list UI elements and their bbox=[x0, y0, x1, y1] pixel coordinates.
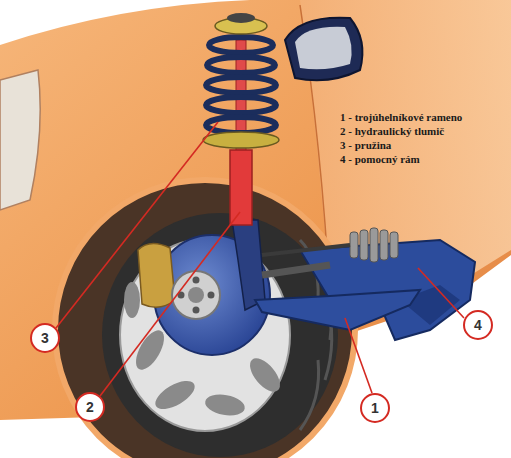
callout-number: 1 bbox=[371, 401, 379, 415]
spring-coil bbox=[209, 37, 273, 53]
brake-caliper bbox=[138, 243, 175, 307]
callout-number: 3 bbox=[41, 331, 49, 345]
spring-coil bbox=[206, 77, 276, 93]
bolt bbox=[208, 292, 215, 299]
tread-groove bbox=[300, 360, 319, 430]
side-mirror bbox=[285, 18, 362, 81]
headlight bbox=[0, 70, 40, 210]
callout-circle: 3 bbox=[30, 323, 60, 353]
hub-center bbox=[188, 287, 204, 303]
leader-line bbox=[100, 212, 240, 396]
rim-slot bbox=[244, 353, 285, 396]
rim-slot bbox=[130, 326, 169, 374]
key-text: 1 - trojúhelníkové rameno bbox=[340, 112, 462, 123]
bellows-ring bbox=[390, 232, 398, 258]
leader-line bbox=[56, 122, 218, 328]
callout-number: 4 bbox=[474, 318, 482, 332]
spring-seat bbox=[203, 132, 279, 148]
wheel-bolts bbox=[178, 277, 215, 314]
drive-shaft bbox=[262, 265, 330, 275]
spring-coil bbox=[206, 97, 276, 113]
callout-circle: 2 bbox=[75, 392, 105, 422]
mirror-glass bbox=[295, 27, 352, 70]
top-nut bbox=[227, 13, 255, 23]
leader-line bbox=[345, 318, 372, 393]
bolt bbox=[193, 307, 200, 314]
key-text: 3 - pružina bbox=[340, 140, 391, 151]
rim-slot bbox=[124, 282, 140, 318]
key-text: 2 - hydraulický tlumič bbox=[340, 126, 444, 137]
callout-number: 2 bbox=[86, 400, 94, 414]
strut-body bbox=[230, 150, 252, 225]
bellows-ring bbox=[380, 230, 388, 260]
bellows-ring bbox=[370, 228, 378, 262]
bellows-ring bbox=[360, 230, 368, 260]
leader-line bbox=[418, 268, 464, 318]
bellows-ring bbox=[350, 232, 358, 258]
leader-lines bbox=[56, 122, 464, 396]
spring-coil bbox=[207, 57, 275, 73]
callout-circle: 1 bbox=[360, 393, 390, 423]
rim-slot bbox=[204, 392, 247, 419]
tie-rod bbox=[262, 245, 350, 255]
bolt bbox=[193, 277, 200, 284]
callout-circle: 4 bbox=[463, 310, 493, 340]
triangle-arm bbox=[255, 290, 420, 330]
steering-boot bbox=[350, 228, 398, 262]
rim-slot bbox=[151, 375, 199, 414]
coil-spring bbox=[206, 37, 276, 133]
wheel-hub bbox=[172, 271, 220, 319]
key-text: 4 - pomocný rám bbox=[340, 154, 420, 165]
steering-knuckle bbox=[232, 220, 265, 310]
